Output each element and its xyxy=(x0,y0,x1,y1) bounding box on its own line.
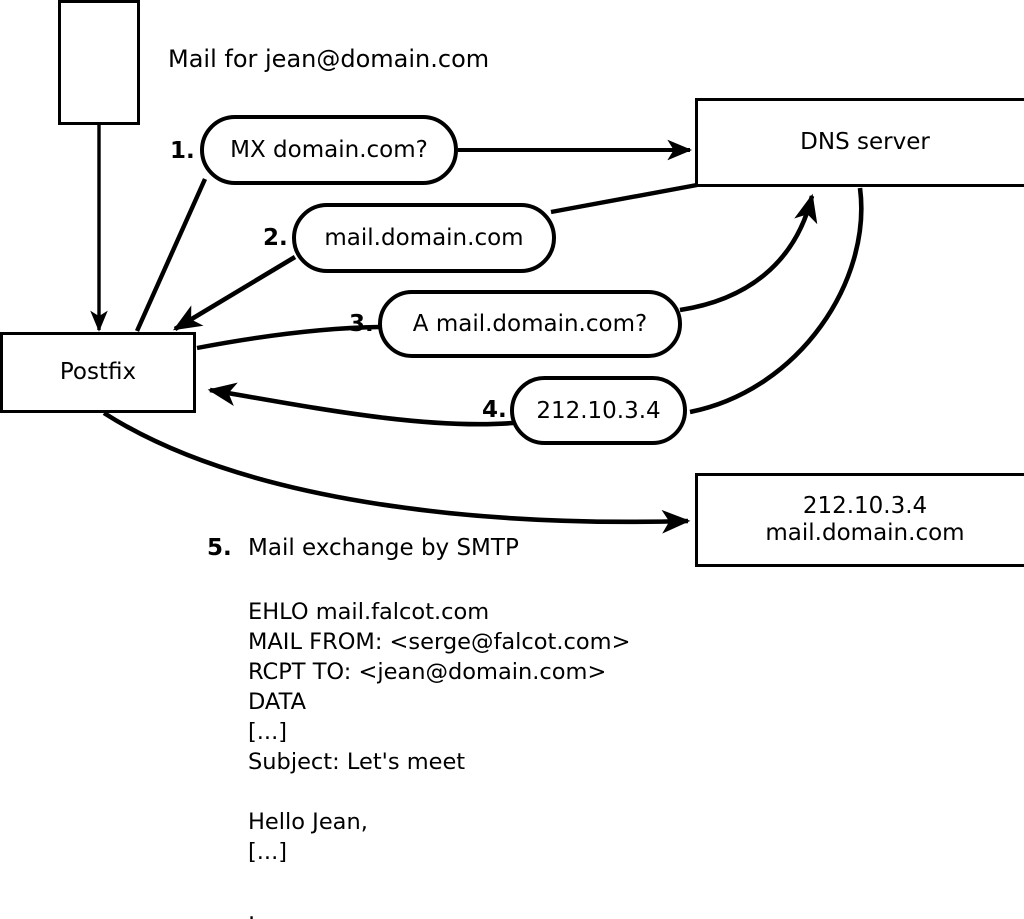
bubble-a-answer-label: 212.10.3.4 xyxy=(536,397,661,424)
arrow-dns-to-mx-answer xyxy=(550,182,698,215)
bubble-a-answer[interactable]: 212.10.3.4 xyxy=(510,376,687,445)
mail-server-ip: 212.10.3.4 xyxy=(802,492,928,519)
step-number-5: 5. xyxy=(207,535,232,561)
arrow-a-query-to-dns xyxy=(679,193,818,313)
arrow-postfix-to-mx-query xyxy=(134,178,208,332)
bubble-a-query[interactable]: A mail.domain.com? xyxy=(378,290,682,358)
arrow-dns-to-a-answer xyxy=(689,187,864,415)
bubble-mx-answer-label: mail.domain.com xyxy=(324,225,524,251)
mail-server-hostname: mail.domain.com xyxy=(765,520,965,546)
postfix-label: Postfix xyxy=(59,358,137,385)
bubble-a-query-label: A mail.domain.com? xyxy=(412,311,648,337)
arrow-a-answer-to-postfix xyxy=(207,382,514,427)
arrow-mx-answer-to-postfix xyxy=(172,255,297,331)
bubble-mx-query[interactable]: MX domain.com? xyxy=(200,115,458,185)
step-number-1: 1. xyxy=(170,138,195,164)
postfix-box[interactable]: Postfix xyxy=(0,332,196,413)
dns-server-label: DNS server xyxy=(800,128,930,155)
step-number-2: 2. xyxy=(263,225,288,251)
dns-server-box[interactable]: DNS server xyxy=(695,98,1024,187)
mail-server-box[interactable]: 212.10.3.4 mail.domain.com xyxy=(695,473,1024,567)
sender-client-box xyxy=(58,0,140,125)
bubble-mx-answer[interactable]: mail.domain.com xyxy=(292,203,556,273)
caption-mail-for: Mail for jean@domain.com xyxy=(168,45,490,73)
step-number-4: 4. xyxy=(482,397,507,423)
smtp-transcript: EHLO mail.falcot.com MAIL FROM: <serge@f… xyxy=(248,599,631,919)
step-5-label: Mail exchange by SMTP xyxy=(248,535,519,561)
bubble-mx-query-label: MX domain.com? xyxy=(230,137,428,163)
step-number-3: 3. xyxy=(349,311,374,337)
